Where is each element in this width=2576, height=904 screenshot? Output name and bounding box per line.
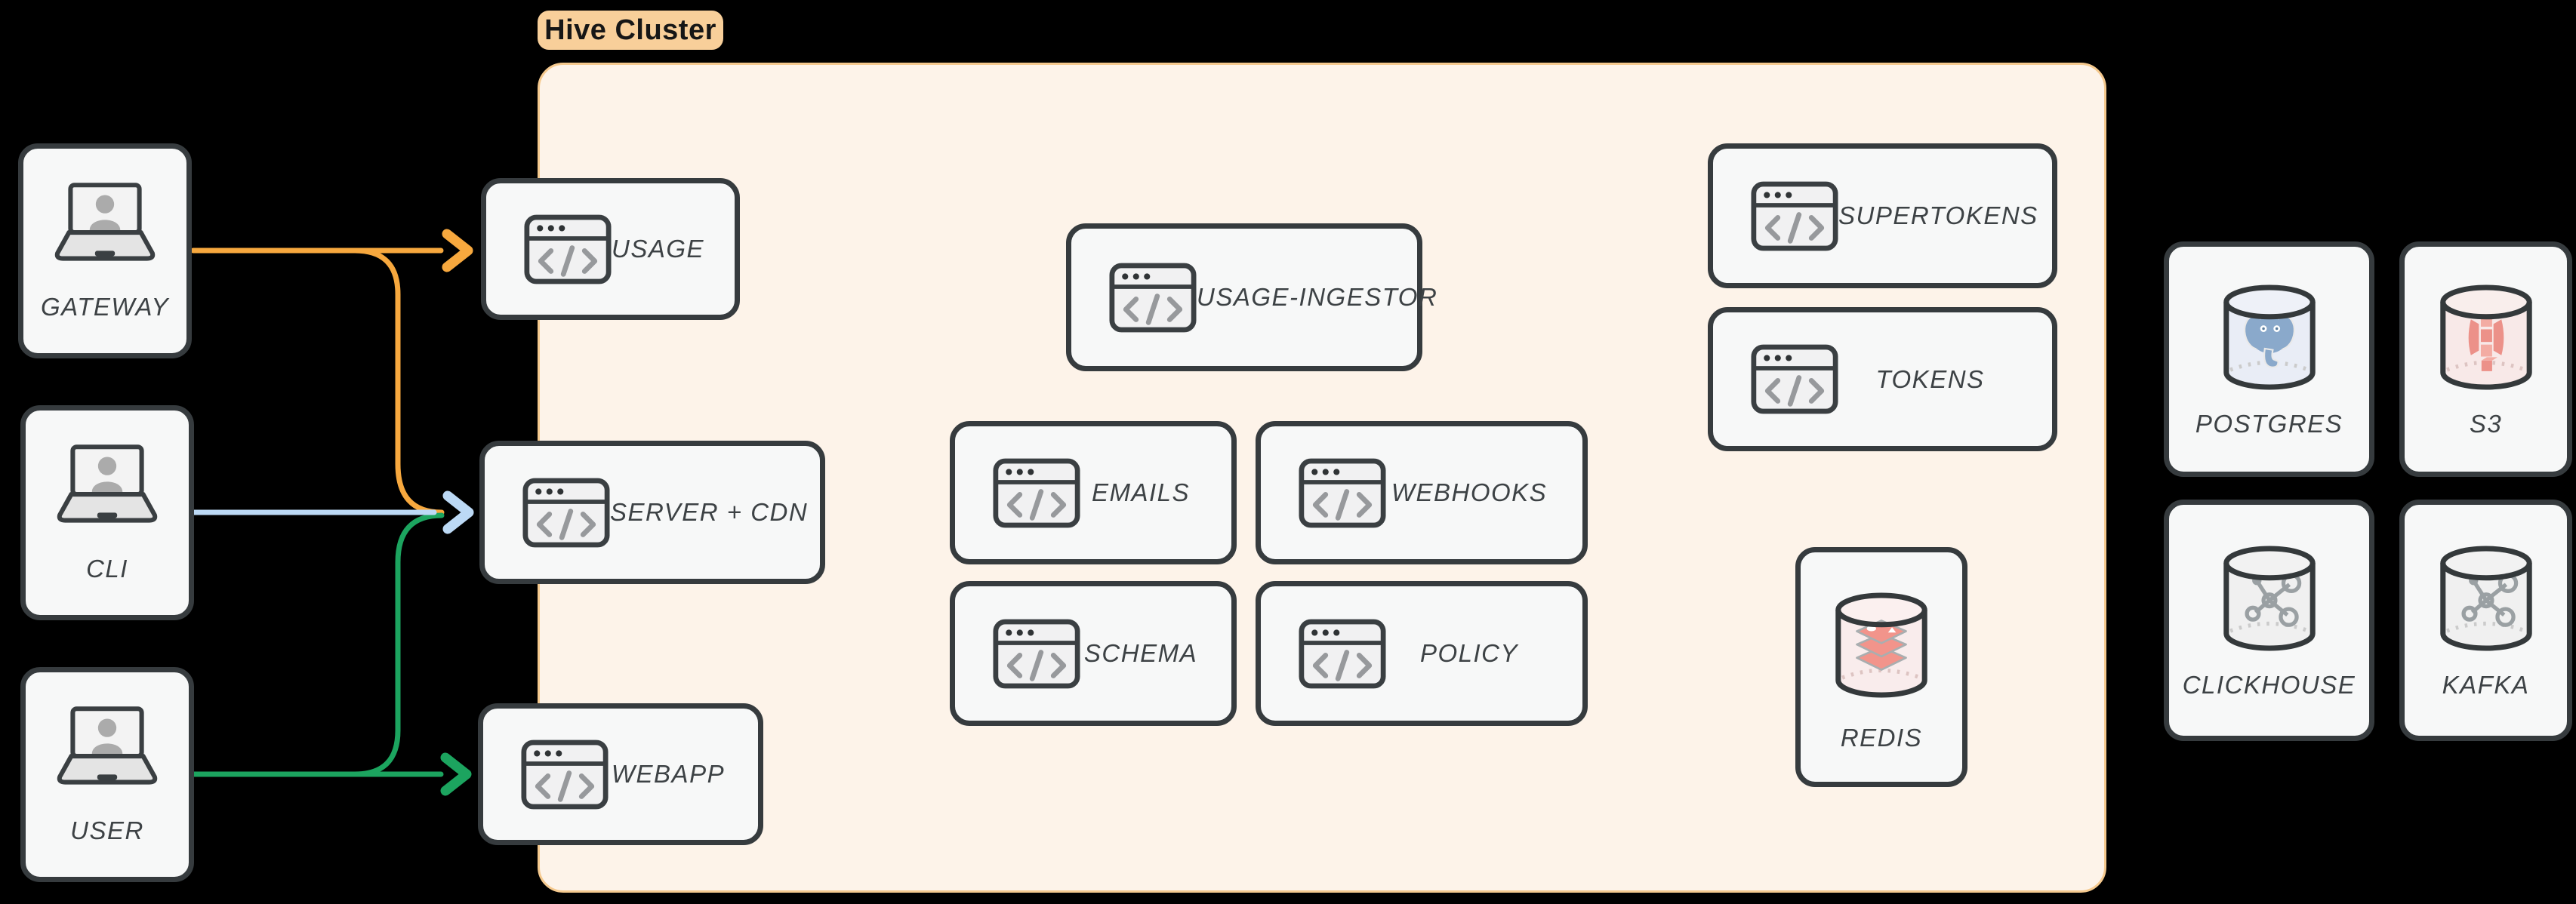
postgres-db-icon: [2220, 280, 2319, 395]
cluster-badge-label: Hive Cluster: [544, 14, 716, 46]
kafka-db-icon: [2436, 541, 2536, 656]
service-label-webhooks: WEBHOOKS: [1391, 478, 1548, 506]
service-label-usage: USAGE: [612, 235, 705, 263]
s3-db-icon: [2436, 280, 2536, 395]
service-label-tokens: TOKENS: [1875, 364, 1985, 393]
service-node-usage-ingestor[interactable]: USAGE-INGESTOR: [1066, 223, 1437, 371]
arrowhead-webapp: [440, 752, 472, 796]
laptop-user-icon: [50, 705, 165, 797]
service-node-tokens[interactable]: TOKENS: [1708, 307, 2057, 451]
db-label-postgres: POSTGRES: [2195, 410, 2343, 438]
service-node-supertokens[interactable]: SUPERTOKENS: [1708, 143, 2057, 288]
service-node-emails[interactable]: EMAILS: [950, 421, 1237, 564]
code-window-icon: [522, 478, 610, 548]
client-node-gateway[interactable]: GATEWAY: [18, 143, 192, 358]
client-node-cli[interactable]: CLI: [20, 405, 194, 620]
db-label-s3: S3: [2469, 410, 2503, 438]
db-node-clickhouse[interactable]: CLICKHOUSE: [2164, 500, 2374, 741]
service-label-webapp: WEBAPP: [611, 760, 726, 788]
db-node-s3[interactable]: S3: [2399, 241, 2572, 477]
db-node-postgres[interactable]: POSTGRES: [2164, 241, 2374, 477]
arrowhead-servercdn: [442, 490, 474, 534]
service-node-webapp[interactable]: WEBAPP: [478, 703, 763, 845]
service-label-usage-ingestor: USAGE-INGESTOR: [1197, 283, 1438, 311]
edge-user-servercdn: [352, 512, 445, 777]
service-node-usage[interactable]: USAGE: [481, 178, 740, 320]
laptop-user-icon: [50, 443, 165, 535]
db-node-kafka[interactable]: KAFKA: [2399, 500, 2572, 741]
code-window-icon: [1299, 619, 1386, 689]
client-label-cli: CLI: [86, 554, 128, 583]
code-window-icon: [521, 739, 609, 810]
redis-db-icon: [1832, 582, 1931, 709]
db-label-kafka: KAFKA: [2442, 671, 2530, 699]
client-label-gateway: GATEWAY: [40, 292, 170, 321]
code-window-icon: [1109, 263, 1197, 333]
cluster-badge[interactable]: Hive Cluster: [538, 11, 723, 50]
service-node-schema[interactable]: SCHEMA: [950, 581, 1237, 726]
code-window-icon: [1751, 344, 1838, 414]
edge-gateway-servercdn: [352, 248, 445, 515]
client-label-user: USER: [70, 816, 144, 844]
code-window-icon: [993, 619, 1080, 689]
db-node-redis[interactable]: REDIS: [1795, 547, 1967, 787]
service-label-policy: POLICY: [1419, 639, 1519, 667]
service-label-schema: SCHEMA: [1083, 639, 1198, 667]
client-node-user[interactable]: USER: [20, 667, 194, 882]
code-window-icon: [524, 214, 612, 284]
laptop-user-icon: [48, 181, 162, 273]
service-label-supertokens: SUPERTOKENS: [1838, 201, 2038, 229]
service-label-emails: EMAILS: [1091, 478, 1191, 506]
code-window-icon: [993, 458, 1080, 528]
db-label-redis: REDIS: [1840, 724, 1923, 752]
service-node-policy[interactable]: POLICY: [1256, 581, 1588, 726]
service-node-server-cdn[interactable]: SERVER + CDN: [479, 441, 825, 584]
service-label-server-cdn: SERVER + CDN: [610, 498, 809, 526]
arrowhead-usage: [442, 229, 473, 272]
code-window-icon: [1751, 181, 1838, 251]
clickhouse-db-icon: [2220, 541, 2319, 656]
code-window-icon: [1299, 458, 1386, 528]
db-label-clickhouse: CLICKHOUSE: [2182, 671, 2356, 699]
service-node-webhooks[interactable]: WEBHOOKS: [1256, 421, 1588, 564]
